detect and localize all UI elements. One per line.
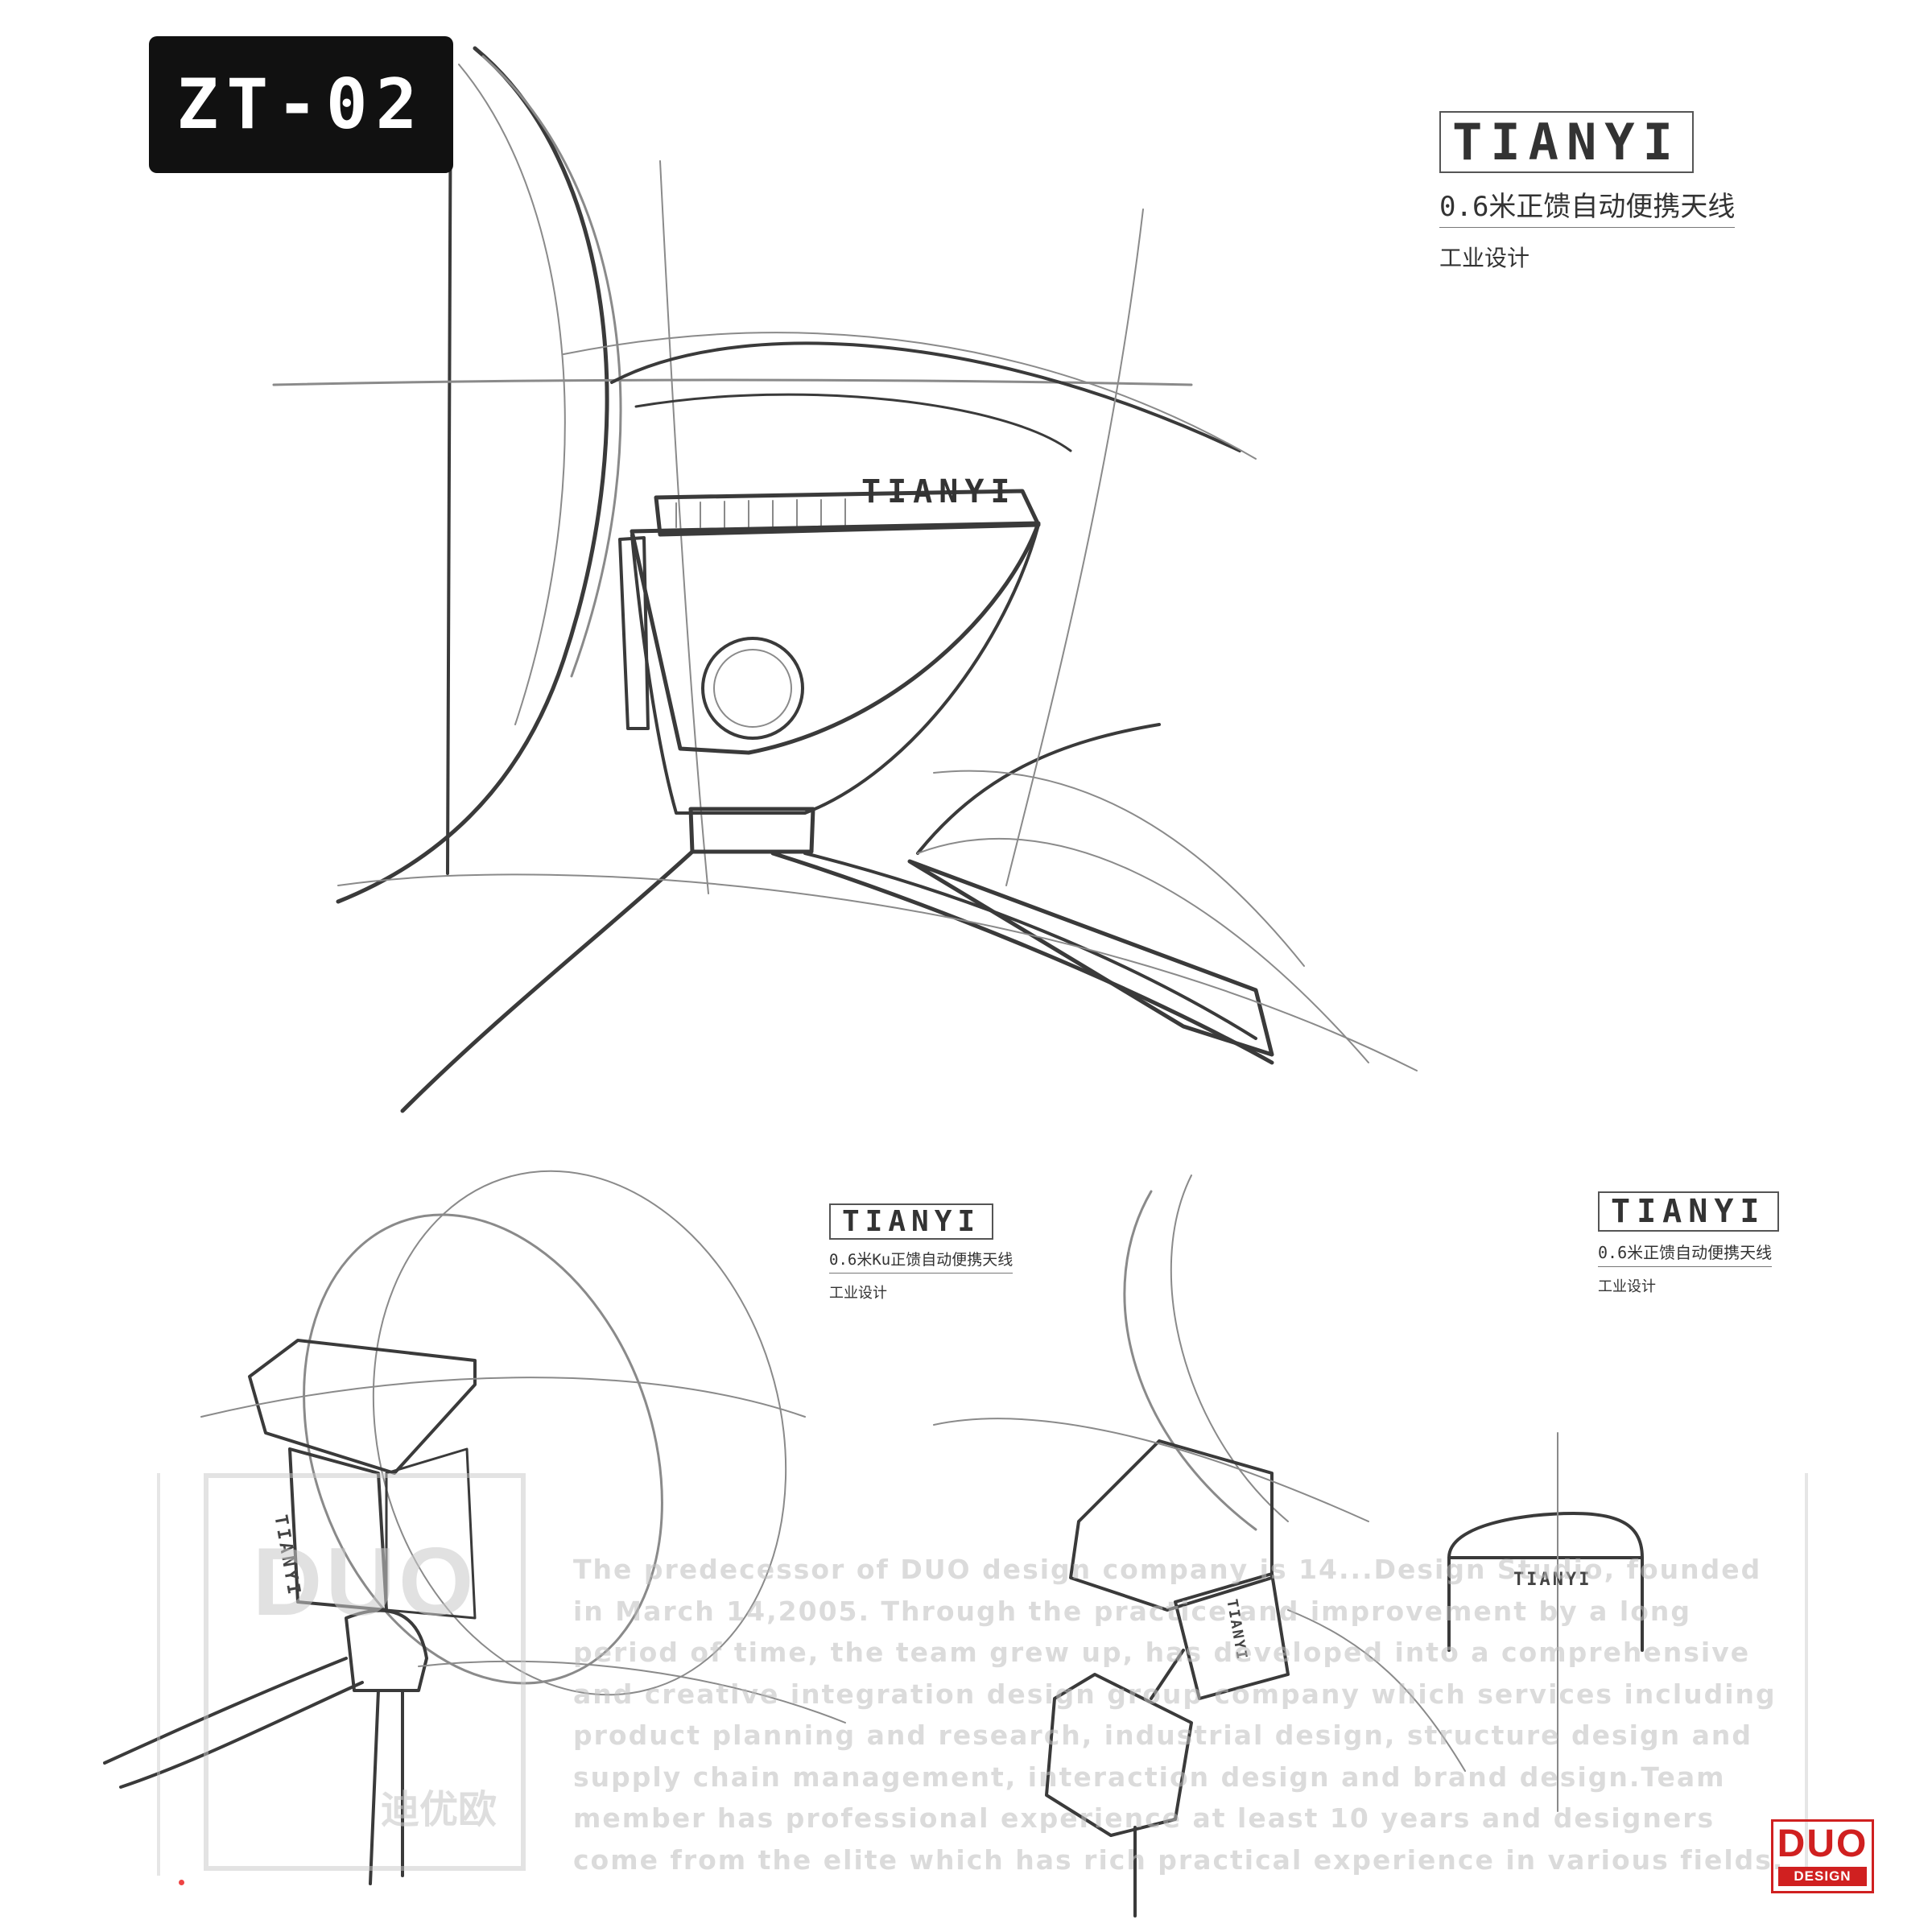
note-brand: TIANYI xyxy=(1598,1191,1779,1232)
note-brand: TIANYI xyxy=(1439,111,1694,173)
three-quarter-view-sketch xyxy=(103,1170,846,1885)
watermark-logo: DUO 迪优欧 xyxy=(204,1473,526,1871)
watermark-line: The predecessor of DUO design company is… xyxy=(573,1554,1762,1585)
watermark-frame xyxy=(157,1473,1808,1876)
watermark-logo-mark: DUO xyxy=(252,1528,477,1636)
note-product-name: 0.6米正馈自动便携天线 xyxy=(1598,1240,1773,1267)
note-left: TIANYI 0.6米Ku正馈自动便携天线 工业设计 xyxy=(829,1203,1013,1302)
watermark-line: period of time, the team grew up, has de… xyxy=(573,1637,1751,1668)
watermark-logo-chinese: 迪优欧 xyxy=(380,1789,497,1831)
watermark-line: in March 14,2005. Through the practice a… xyxy=(573,1595,1692,1627)
stamp-bottom-text: DESIGN xyxy=(1778,1867,1867,1886)
arm-logo-text: TIANYI xyxy=(861,473,1017,510)
red-speck xyxy=(179,1880,184,1885)
stamp-top-text: DUO xyxy=(1777,1823,1868,1865)
watermark-line: supply chain management, interaction des… xyxy=(573,1761,1726,1793)
rear-view-sketch xyxy=(933,1174,1644,1918)
note-category: 工业设计 xyxy=(829,1285,887,1302)
note-right: TIANYI 0.6米正馈自动便携天线 工业设计 xyxy=(1598,1191,1779,1296)
note-category: 工业设计 xyxy=(1439,245,1530,271)
watermark-line: member has professional experience at le… xyxy=(573,1802,1715,1834)
watermark-text: The predecessor of DUO design company is… xyxy=(573,1549,1785,1880)
note-main: TIANYI 0.6米正馈自动便携天线 工业设计 xyxy=(1439,111,1736,273)
duo-design-stamp: DUO DESIGN xyxy=(1771,1819,1874,1893)
side-view-sketch xyxy=(272,43,1418,1113)
dome-logo-text: TIANYI xyxy=(1513,1570,1592,1590)
note-category: 工业设计 xyxy=(1598,1278,1656,1295)
watermark-line: and creative integration design group co… xyxy=(573,1678,1777,1710)
note-brand: TIANYI xyxy=(829,1203,994,1240)
watermark-line: come from the elite which has rich pract… xyxy=(573,1843,1785,1876)
note-product-name: 0.6米正馈自动便携天线 xyxy=(1439,184,1736,228)
note-product-name: 0.6米Ku正馈自动便携天线 xyxy=(829,1248,1013,1274)
watermark-line: product planning and research, industria… xyxy=(573,1719,1752,1751)
model-tag: ZT-02 xyxy=(149,36,453,173)
